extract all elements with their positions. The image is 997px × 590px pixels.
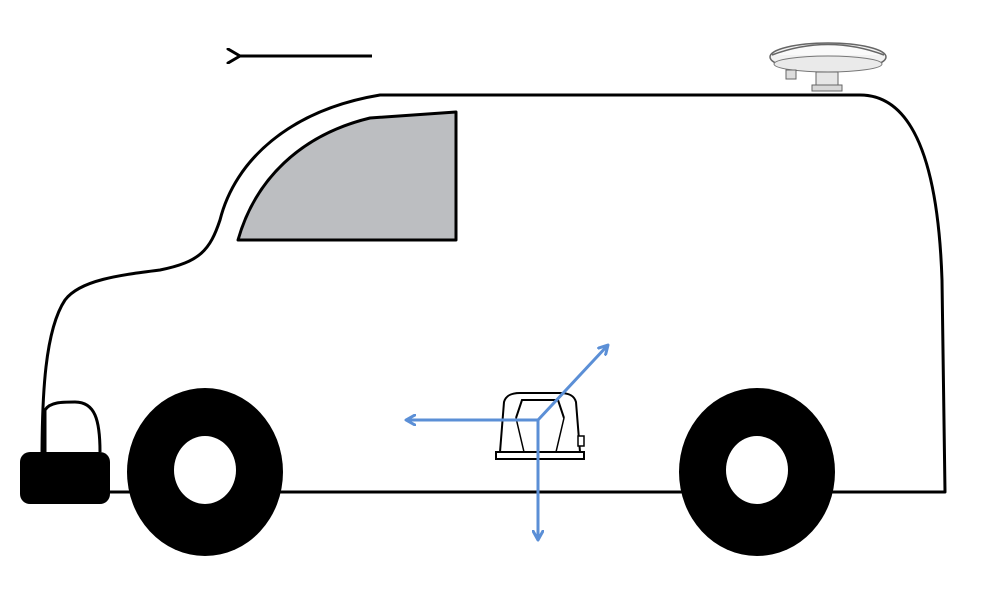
rear-wheel [679, 388, 835, 556]
van-icon [20, 93, 947, 556]
front-wheel [127, 388, 283, 556]
axis-y [536, 345, 608, 422]
gnss-antenna-icon [769, 42, 887, 92]
headlight [43, 400, 102, 453]
van-window [236, 110, 458, 242]
front-bumper [20, 452, 110, 504]
coordinate-axes-icon [406, 345, 608, 540]
imu-sensor-icon [495, 392, 585, 460]
